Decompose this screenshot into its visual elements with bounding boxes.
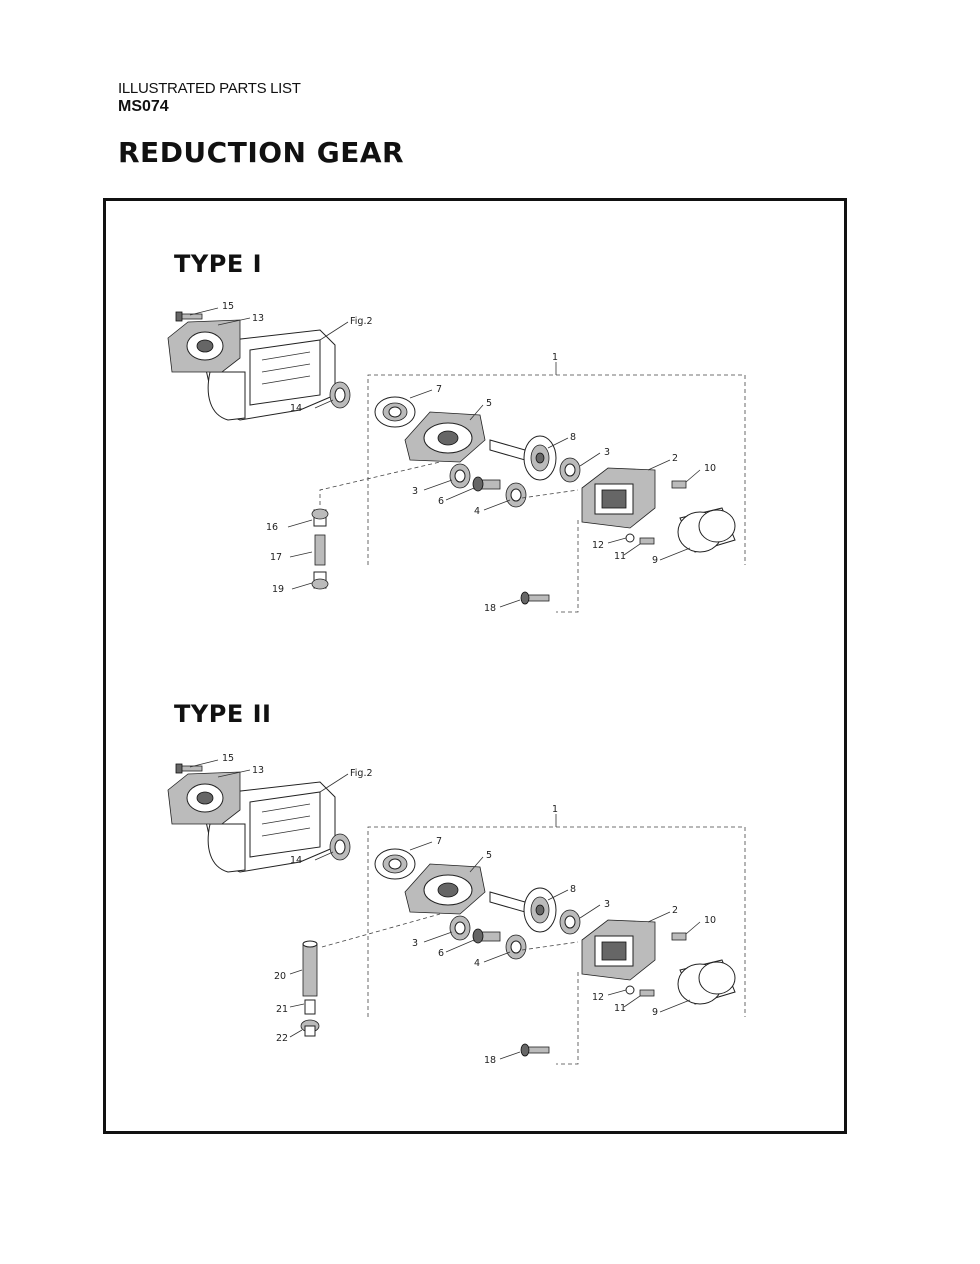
assembly-1-bracket [367,374,746,565]
bearing-4 [505,934,527,960]
bearing-14 [329,381,351,409]
bearing-3-right [559,909,581,935]
label-6: 6 [438,496,444,507]
washer-12 [625,533,635,543]
bolt-15 [175,311,203,322]
label-10: 10 [704,463,716,474]
label-6: 6 [438,948,444,959]
label-19: 19 [272,584,284,595]
label-4: 4 [474,958,480,969]
label-7: 7 [436,836,442,847]
label-3-left: 3 [412,938,418,949]
label-13: 13 [252,313,264,324]
type-1-title: TYPE I [174,250,263,278]
label-22: 22 [276,1033,288,1044]
label-2: 2 [672,905,678,916]
label-5: 5 [486,398,492,409]
label-12: 12 [592,540,604,551]
label-17: 17 [270,552,282,563]
label-3-right: 3 [604,899,610,910]
coupling-22 [300,1019,320,1037]
label-1: 1 [552,804,558,815]
shaft-17 [314,534,326,566]
label-13: 13 [252,765,264,776]
label-11: 11 [614,551,626,562]
document-type: ILLUSTRATED PARTS LIST [118,80,301,97]
label-16: 16 [266,522,278,533]
cover-plate-13 [167,319,241,373]
washer-12 [625,985,635,995]
diagram-frame [103,198,847,1134]
label-12: 12 [592,992,604,1003]
gear-case-5 [404,863,486,915]
label-3-right: 3 [604,447,610,458]
label-7: 7 [436,384,442,395]
label-14: 14 [290,855,302,866]
bearing-3-left [449,463,471,489]
model-number: MS074 [118,98,169,115]
end-cover-2 [581,467,656,529]
coupling-19 [311,571,329,590]
label-10: 10 [704,915,716,926]
gear-case-5 [404,411,486,463]
shaft-20 [302,940,318,997]
type-2-drawing: 15 13 Fig.2 1 14 7 5 8 3 2 10 3 6 4 12 1… [167,753,746,1066]
label-15: 15 [222,753,234,764]
shaft-gear-8 [489,887,557,933]
pin-11 [639,537,655,545]
label-5: 5 [486,850,492,861]
bearing-7 [374,848,416,880]
cover-plate-13 [167,771,241,825]
label-9: 9 [652,555,658,566]
bolt-15 [175,763,203,774]
screw-10 [671,480,687,489]
label-21: 21 [276,1004,288,1015]
label-2: 2 [672,453,678,464]
bearing-14 [329,833,351,861]
cap-9 [677,507,736,553]
type-2-title: TYPE II [174,700,272,728]
label-11: 11 [614,1003,626,1014]
bearing-3-right [559,457,581,483]
label-8: 8 [570,884,576,895]
label-fig-2: Fig.2 [350,768,373,779]
end-cover-2 [581,919,656,981]
label-14: 14 [290,403,302,414]
pinion-6 [472,476,501,492]
label-4: 4 [474,506,480,517]
label-1: 1 [552,352,558,363]
label-9: 9 [652,1007,658,1018]
label-8: 8 [570,432,576,443]
cap-9 [677,959,736,1005]
type-1-drawing: 15 13 Fig.2 1 14 7 5 8 3 2 10 3 6 4 12 1… [167,301,746,614]
bearing-7 [374,396,416,428]
shaft-gear-8 [489,435,557,481]
bolt-18 [520,591,550,605]
pin-11 [639,989,655,997]
pinion-6 [472,928,501,944]
label-20: 20 [274,971,286,982]
label-15: 15 [222,301,234,312]
bolt-18 [520,1043,550,1057]
coupling-21 [304,999,316,1015]
label-3-left: 3 [412,486,418,497]
screw-10 [671,932,687,941]
coupling-16 [311,508,329,527]
assembly-1-bracket [367,826,746,1017]
section-title: REDUCTION GEAR [118,136,405,169]
label-18: 18 [484,1055,496,1066]
label-fig-2: Fig.2 [350,316,373,327]
label-18: 18 [484,603,496,614]
bearing-4 [505,482,527,508]
bearing-3-left [449,915,471,941]
